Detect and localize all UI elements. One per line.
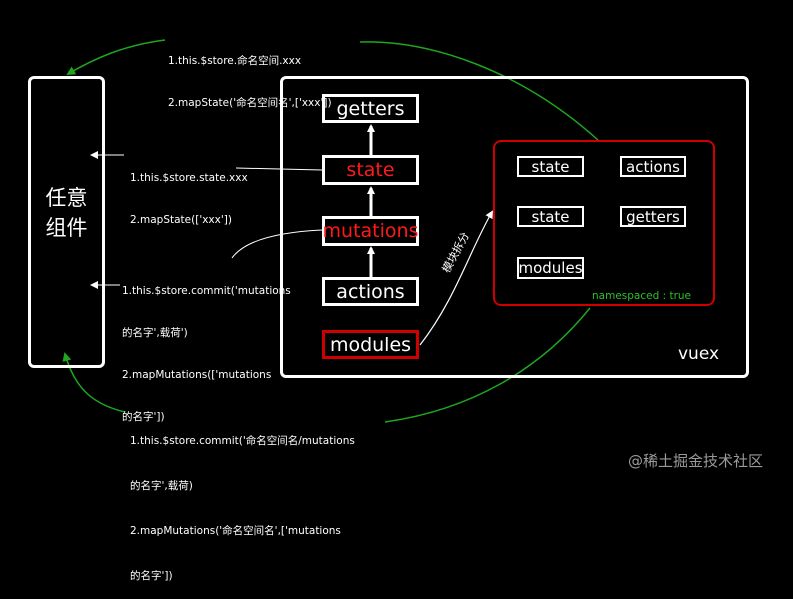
green-arrow-top-left <box>66 39 166 76</box>
note-top-line2: 2.mapState('命名空间名',['xxx']) <box>168 97 332 109</box>
namespaced-label: namespaced : true <box>592 290 692 302</box>
note-top: 1.this.$store.命名空间.xxx 2.mapState('命名空间名… <box>168 26 332 124</box>
connector-lines <box>62 39 599 423</box>
note-top-line1: 1.this.$store.命名空间.xxx <box>168 55 302 67</box>
arrow-module-split <box>419 210 494 346</box>
note-bottom-line3: 2.mapMutations('命名空间名',['mutations <box>130 525 341 537</box>
modules-box: modules <box>322 330 419 359</box>
arrow-state-to-component <box>235 167 323 171</box>
note-bottom: 1.this.$store.commit('命名空间名/mutations 的名… <box>130 404 355 599</box>
mutations-box: mutations <box>322 216 419 246</box>
green-arrow-top <box>359 41 599 141</box>
note-state-line2: 2.mapState(['xxx']) <box>130 214 232 226</box>
note-state: 1.this.$store.state.xxx 2.mapState(['xxx… <box>130 143 248 241</box>
component-label: 任意 组件 <box>31 183 102 243</box>
module-getters-box: getters <box>620 206 686 227</box>
note-state-line1: 1.this.$store.state.xxx <box>130 172 248 184</box>
note-mut-line3: 2.mapMutations(['mutations <box>122 369 272 381</box>
component-box: 任意 组件 <box>28 76 105 368</box>
note-mut-line2: 的名字',载荷') <box>122 327 188 339</box>
watermark: @稀土掘金技术社区 <box>628 452 764 470</box>
note-mut-line4: 的名字']) <box>122 411 165 423</box>
green-arrow-bottom <box>384 307 591 423</box>
getters-box: getters <box>322 94 419 123</box>
module-state-box-2: state <box>517 206 584 227</box>
state-box: state <box>322 155 419 185</box>
green-arrow-bottom-left <box>62 352 126 413</box>
namespaced-module-box <box>493 140 715 306</box>
note-bottom-line4: 的名字']) <box>130 570 173 582</box>
vuex-label: vuex <box>678 344 720 364</box>
actions-box: actions <box>322 277 419 306</box>
note-mut-line1: 1.this.$store.commit('mutations <box>122 285 291 297</box>
vuex-container <box>280 76 749 378</box>
module-actions-box: actions <box>620 156 686 177</box>
note-bottom-line1: 1.this.$store.commit('命名空间名/mutations <box>130 435 355 447</box>
module-modules-box: modules <box>517 257 584 279</box>
component-label-line1: 任意 <box>45 186 88 210</box>
arrow-mutations-to-note <box>231 229 323 259</box>
module-state-box-1: state <box>517 156 584 177</box>
component-label-line2: 组件 <box>45 216 88 240</box>
note-mutations: 1.this.$store.commit('mutations 的名字',载荷'… <box>122 256 291 438</box>
